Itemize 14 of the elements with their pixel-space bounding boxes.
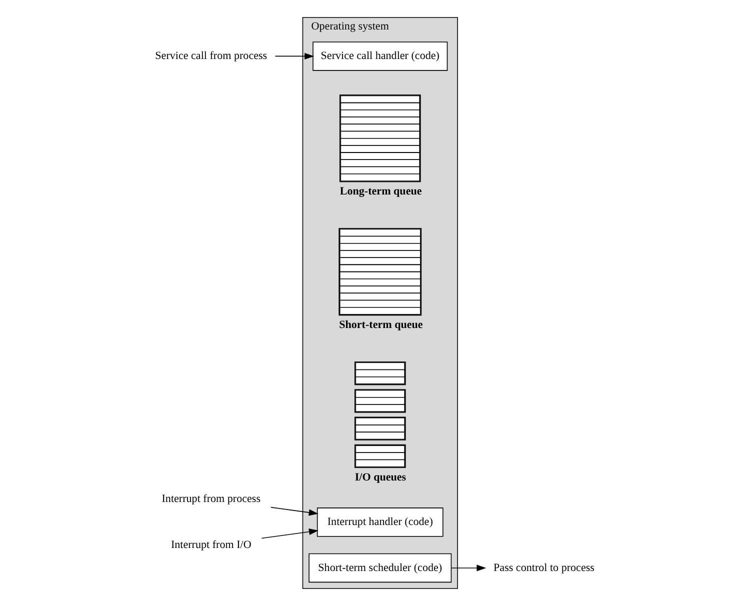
node-text: Interrupt from I/O [170,538,252,551]
node-label: I/O queues [354,471,406,484]
node-text: Service call from process [155,50,268,62]
arrow [451,564,486,572]
arrow [261,528,318,539]
node-label: Long-term queue [340,186,422,198]
node-text: Interrupt from process [162,493,261,506]
node-label: Short-term queue [339,319,423,332]
node-box: Interrupt handler (code) [316,508,444,537]
arrow [270,506,318,516]
node-box: Service call handler (code) [312,42,448,71]
arrow [274,52,314,60]
node-text: Pass control to process [494,562,594,574]
node-box: Short-term scheduler (code) [308,553,452,583]
